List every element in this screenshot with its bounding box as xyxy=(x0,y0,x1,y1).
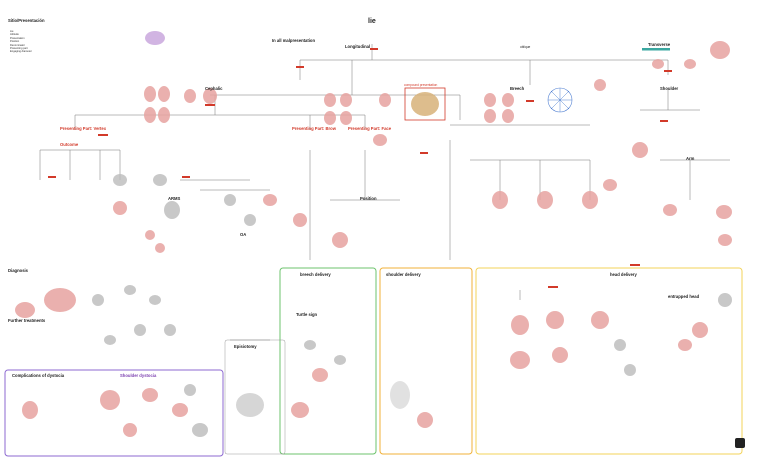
header-list-item: Lie xyxy=(10,30,14,33)
node-vertex: Presenting Part: Vertex xyxy=(60,126,107,131)
node-transverse: Transverse xyxy=(648,42,671,47)
node-outcome: Outcome xyxy=(60,142,79,147)
header-list-item: Position xyxy=(10,40,20,44)
node-compound: compound presentation xyxy=(404,83,438,87)
node-shoulder-dystocia: Shoulder dystocia xyxy=(120,373,157,378)
node-shoulder-delivery: shoulder delivery xyxy=(386,272,421,277)
node-breech-delivery: breech delivery xyxy=(300,272,331,277)
node-cephalic: Cephalic xyxy=(205,86,223,91)
node-arms: ARMS xyxy=(168,196,181,201)
node-entrapped-head: entrapped head xyxy=(668,294,700,299)
node-position: Position xyxy=(360,196,377,201)
node-shoulder: Shoulder xyxy=(660,86,679,91)
node-breech: Breech xyxy=(510,86,525,91)
header-list-item: Attitude xyxy=(10,33,19,37)
node-complications: Complications of dystocia xyxy=(12,373,65,378)
header-list-item: Presentation xyxy=(10,36,25,40)
node-face: Presenting Part: Face xyxy=(348,126,392,131)
node-oblique: oblique xyxy=(520,45,531,49)
node-head-delivery: head delivery xyxy=(610,272,637,277)
header-list-item: Engaging diameter xyxy=(10,50,32,54)
header-list-item: Denominator xyxy=(10,43,25,47)
node-turtle-sign: Turtle sign xyxy=(296,312,318,317)
node-episiotomy: Episiotomy xyxy=(234,344,257,349)
header-list-item: Presenting part xyxy=(10,47,28,51)
node-oa: OA xyxy=(240,232,247,237)
node-malpresentation: In all malpresentation xyxy=(272,38,316,43)
node-brow: Presenting Part: Brow xyxy=(292,126,336,131)
node-diagnosis: Diagnosis xyxy=(8,268,29,273)
node-arm: Arm xyxy=(686,156,695,161)
header-title: Sitio/Presentación xyxy=(8,18,45,23)
node-lie: lie xyxy=(368,18,376,25)
node-criteria: Further treatments xyxy=(8,318,46,323)
node-longitudinal: Longitudinal xyxy=(345,44,371,49)
header-list: Lie Attitude Presentation Position Denom… xyxy=(10,30,32,54)
